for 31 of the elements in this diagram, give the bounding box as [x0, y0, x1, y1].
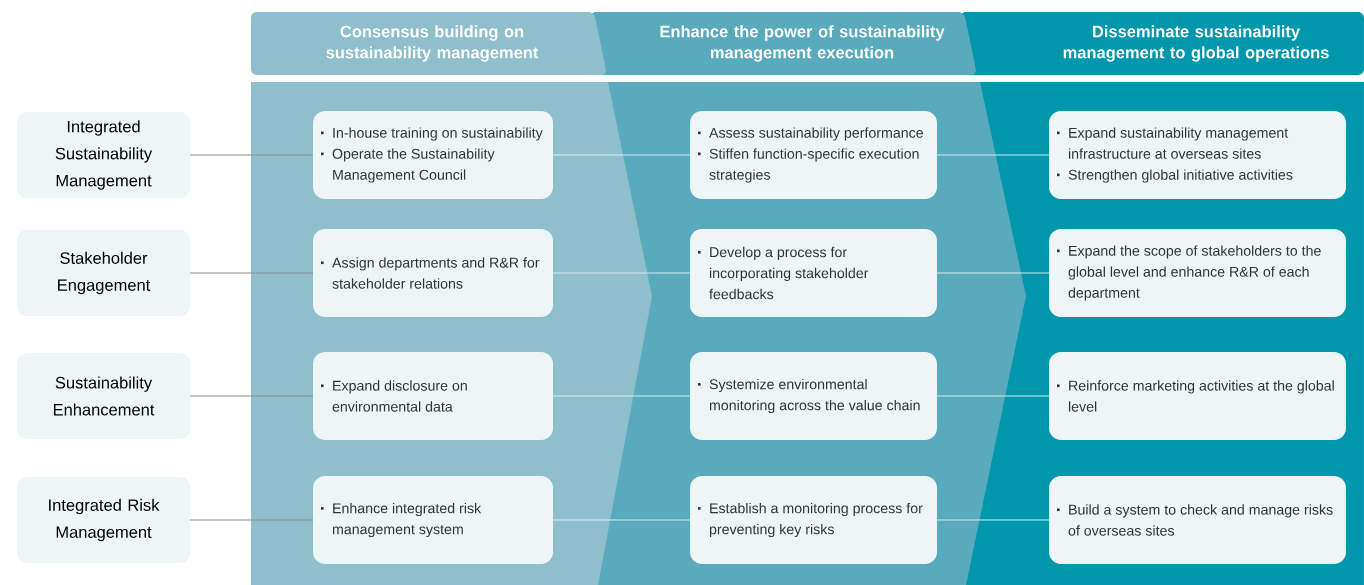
action-box: Expand sustainability management infrastructure at overseas sites Strengthen global initiative activities [1049, 111, 1346, 199]
connector-line [189, 519, 314, 521]
row-label-box: Stakeholder Engagement [17, 230, 190, 316]
node-label: Disseminate sustainability management to global operations [1063, 25, 1329, 62]
connector-line [936, 519, 1050, 521]
connector-line [936, 272, 1050, 274]
action-box: Build a system to check and manage risks of overseas sites [1049, 476, 1346, 564]
connector-line [552, 272, 691, 274]
action-box: Systemize environmental monitoring across the value chain [690, 352, 937, 440]
node-label: Consensus building on sustainability management [326, 25, 539, 62]
action-box: Expand disclosure on environmental data [313, 352, 553, 440]
action-box: Establish a monitoring process for preventing key risks [690, 476, 937, 564]
action-box: Develop a process for incorporating stakeholder feedbacks [690, 229, 937, 317]
action-box: Reinforce marketing activities at the global level [1049, 352, 1346, 440]
connector-line [189, 395, 314, 397]
row-label-box: Sustainability Enhancement [17, 353, 190, 439]
connector-line [189, 272, 314, 274]
connector-line [552, 395, 691, 397]
action-box: In-house training on sustainability Operate the Sustainability Management Council [313, 111, 553, 199]
action-box: Assess sustainability performance Stiffen function-specific execution strategies [690, 111, 937, 199]
connector-line [552, 519, 691, 521]
action-box: Expand the scope of stakeholders to the global level and enhance R&R of each department [1049, 229, 1346, 317]
node-label: Enhance the power of sustainability management execution [660, 25, 945, 62]
connector-line [189, 154, 314, 156]
action-box: Assign departments and R&R for stakeholder relations [313, 229, 553, 317]
action-box: Enhance integrated risk management system [313, 476, 553, 564]
row-label-box: Integrated Risk Management [17, 477, 190, 563]
connector-line [936, 395, 1050, 397]
connector-line [552, 154, 691, 156]
connector-line [936, 154, 1050, 156]
row-label-box: Integrated Sustainability Management [17, 112, 190, 198]
